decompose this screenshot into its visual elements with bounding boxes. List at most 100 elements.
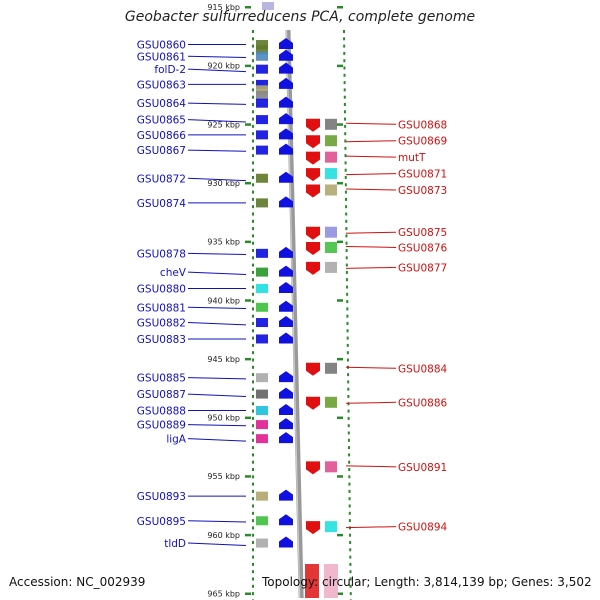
scale-dot-right: [349, 533, 352, 537]
scale-dot-left: [252, 526, 254, 530]
scale-dot-left: [252, 44, 254, 48]
gene-block-left: [256, 145, 268, 155]
gene-fragment-bottom-pink: [324, 564, 338, 598]
position-tick-label: 925 kbp: [207, 120, 240, 129]
scale-dot-right: [343, 95, 346, 99]
scale-dot-right: [345, 205, 348, 209]
gene-leader-line-left: [187, 424, 247, 427]
scale-dot-left: [252, 241, 254, 245]
scale-dot-right: [348, 482, 351, 486]
scale-dot-left: [252, 263, 254, 267]
gene-arrow-left: [279, 489, 293, 501]
scale-dot-right: [343, 73, 346, 77]
scale-dot-right: [347, 387, 350, 391]
gene-label-left: GSU0882: [137, 318, 186, 330]
position-tick-label: 965 kbp: [207, 590, 240, 599]
gene-label-right: GSU0884: [398, 363, 448, 375]
gene-arrow-left: [279, 49, 293, 61]
scale-dot-left: [252, 270, 254, 274]
position-tick-mark-right: [337, 416, 343, 420]
gene-leader-line-right: [345, 173, 397, 176]
scale-dot-left: [252, 489, 254, 493]
gene-block-left: [256, 45, 268, 55]
gene-arrow-right: [306, 396, 320, 410]
gene-block-left: [256, 173, 268, 183]
gene-leader-line-right: [345, 245, 397, 248]
gene-arrow-left: [279, 77, 293, 89]
gene-label-left: GSU0860: [137, 40, 186, 52]
gene-label-left: GSU0895: [137, 516, 186, 528]
gene-leader-line-right: [345, 188, 397, 191]
scale-dot-left: [252, 95, 254, 99]
gene-block-left: [256, 198, 268, 208]
scale-dot-left: [252, 365, 254, 369]
scale-dot-left: [252, 37, 254, 41]
scale-dot-left: [252, 511, 254, 515]
gene-leader-line-left: [187, 520, 247, 523]
scale-dot-left: [252, 402, 254, 406]
gene-arrow-left: [279, 282, 293, 294]
gene-block-left: [256, 85, 268, 95]
scale-dot-right: [345, 227, 348, 231]
scale-dot-right: [347, 446, 350, 450]
gene-block-right: [325, 261, 337, 273]
position-tick-mark-left: [245, 416, 251, 420]
scale-dot-right: [347, 402, 350, 406]
gene-leader-line-right: [345, 140, 397, 143]
gene-block-left: [256, 302, 268, 312]
scale-dot-right: [346, 285, 349, 289]
scale-dot-left: [252, 285, 254, 289]
gene-label-left: GSU0885: [137, 373, 186, 385]
gene-arrow-left: [279, 418, 293, 430]
gene-label-right: GSU0877: [398, 262, 447, 274]
gene-block-left: [256, 284, 268, 294]
gene-block-right: [325, 168, 337, 180]
gene-arrow-right: [306, 151, 320, 165]
gene-leader-line-right: [345, 366, 397, 369]
scale-dot-right: [344, 124, 347, 128]
scale-dot-right: [345, 219, 348, 223]
position-tick-mark-left: [245, 123, 251, 126]
gene-arrow-right: [306, 135, 320, 149]
scale-dot-right: [343, 30, 345, 33]
scale-dot-right: [349, 562, 352, 566]
scale-dot-left: [252, 358, 254, 362]
gene-label-left: GSU0874: [137, 198, 187, 210]
gene-arrow-left: [279, 196, 293, 208]
scale-dot-left: [252, 446, 254, 450]
scale-dot-right: [344, 146, 347, 150]
gene-arrow-left: [279, 143, 293, 155]
gene-leader-line-left: [187, 542, 247, 546]
gene-block-left: [256, 248, 268, 258]
scale-dot-left: [252, 154, 254, 158]
gene-arrow-left: [279, 38, 293, 50]
gene-arrow-left: [279, 62, 293, 74]
scale-dot-right: [345, 256, 348, 260]
position-tick-label: 950 kbp: [207, 414, 240, 423]
scale-dot-left: [252, 562, 254, 566]
gene-block-left: [256, 406, 268, 416]
scale-dot-right: [343, 103, 346, 106]
scale-dot-left: [252, 460, 254, 464]
gene-label-left: GSU0872: [137, 173, 186, 185]
gene-block-left: [256, 130, 268, 140]
scale-dot-left: [252, 146, 254, 150]
gene-arrow-left: [279, 246, 293, 258]
scale-dot-left: [252, 424, 254, 428]
scale-dot-right: [343, 59, 346, 63]
scale-dot-right: [348, 504, 351, 508]
position-tick-mark-right: [337, 123, 343, 126]
gene-label-left: GSU0878: [137, 248, 186, 260]
scale-dot-right: [349, 555, 352, 559]
scale-dot-left: [252, 139, 254, 143]
scale-dot-left: [252, 351, 254, 355]
scale-dot-left: [252, 519, 254, 523]
gene-block-left: [256, 434, 268, 444]
scale-dot-right: [347, 380, 350, 384]
scale-dot-right: [345, 241, 348, 245]
scale-dot-left: [252, 292, 254, 296]
gene-arrow-right: [306, 261, 320, 275]
scale-dot-right: [343, 66, 346, 70]
gene-block-right: [325, 362, 337, 374]
gene-arrow-right: [306, 362, 320, 376]
